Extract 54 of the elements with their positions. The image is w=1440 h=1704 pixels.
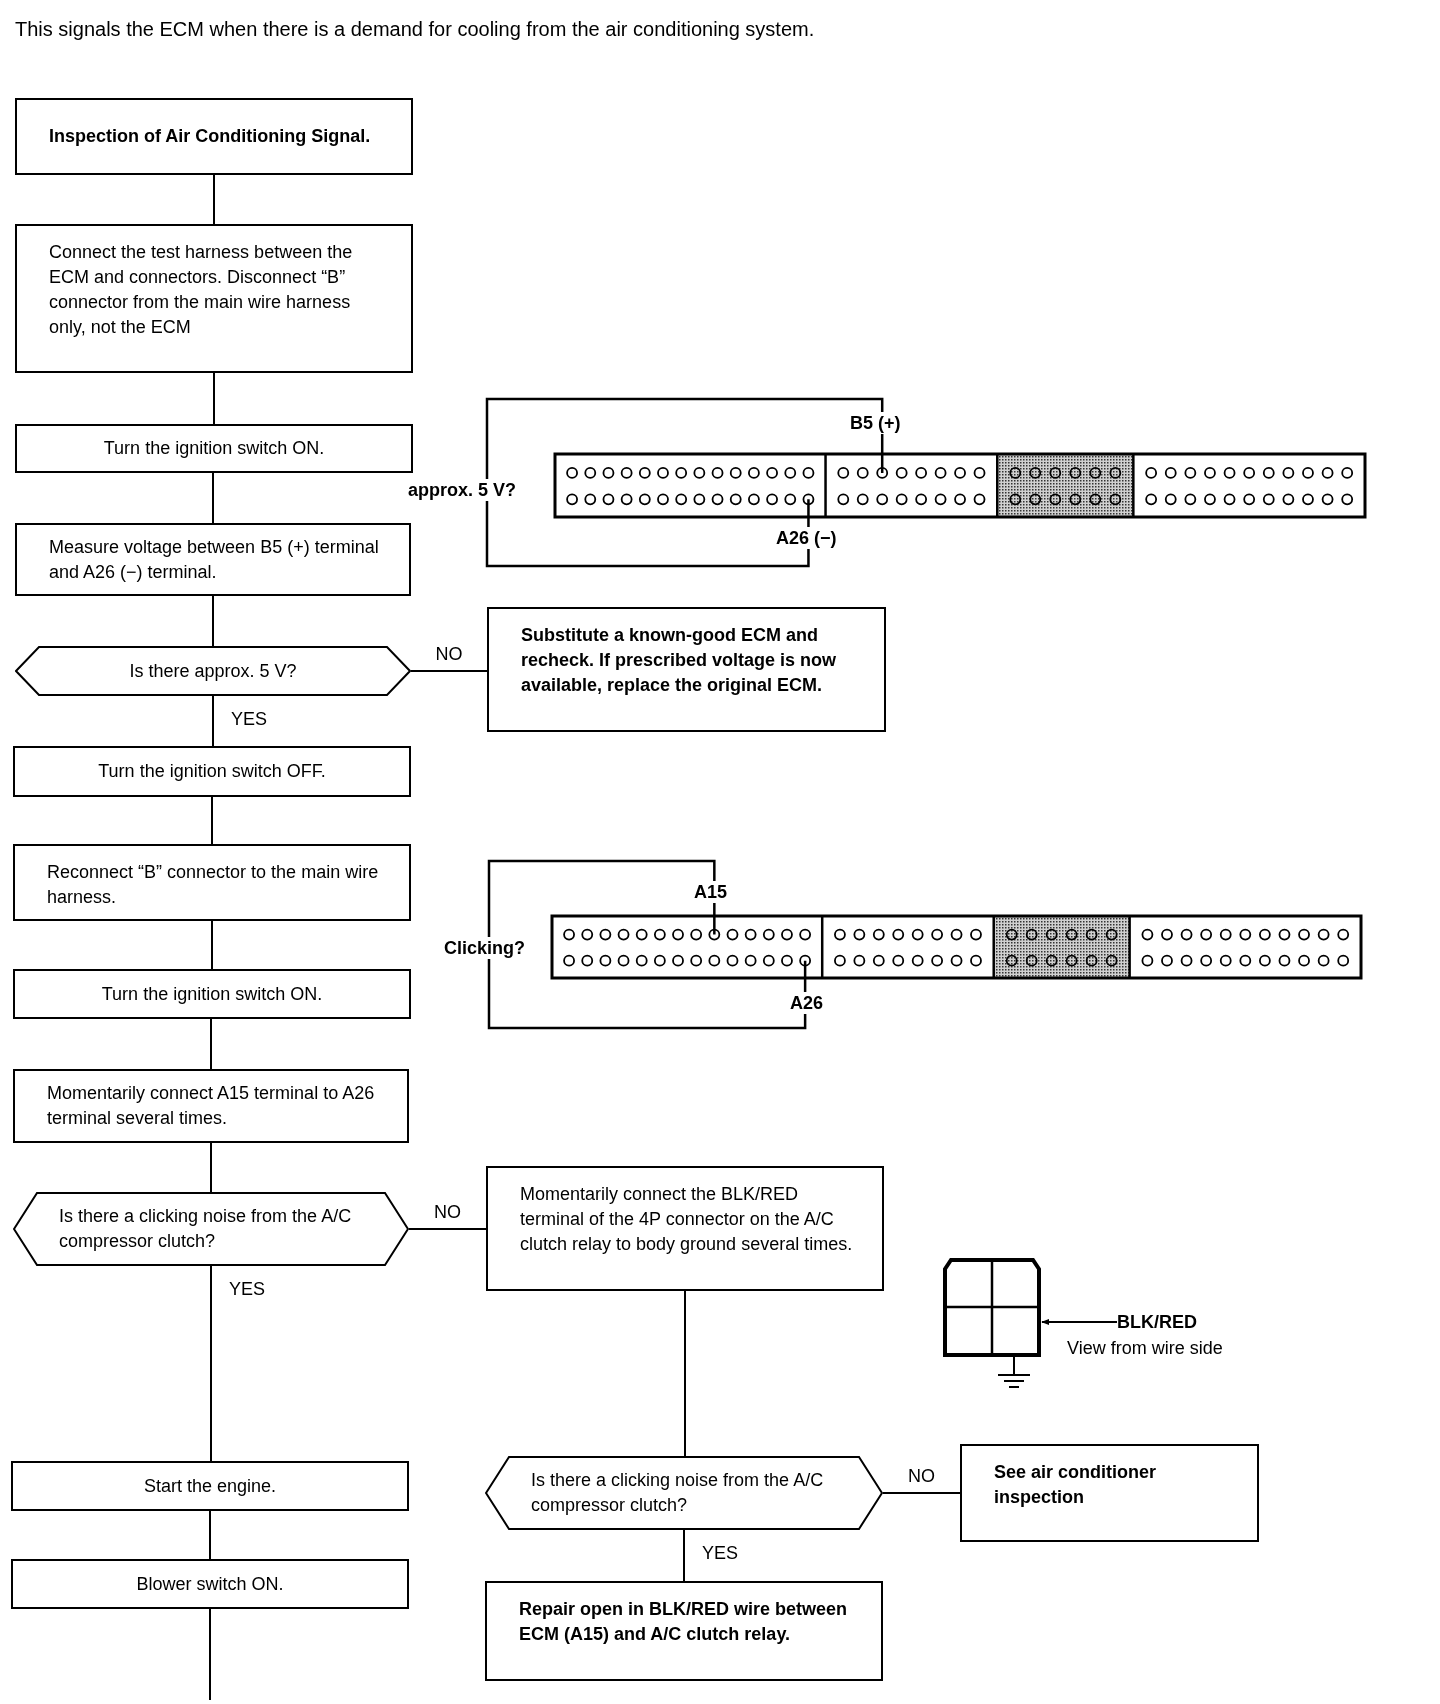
flow-line <box>213 174 215 225</box>
flow-line <box>210 1018 212 1070</box>
decision-shape <box>13 1192 409 1266</box>
process-box <box>13 969 411 1019</box>
process-box <box>15 224 413 373</box>
flow-line <box>212 595 214 647</box>
flow-line <box>212 472 214 524</box>
flow-line <box>212 695 214 747</box>
decision-shape <box>485 1456 883 1530</box>
step-text: Turn the ignition switch OFF. <box>98 760 326 783</box>
process-box <box>960 1444 1259 1542</box>
flow-line <box>683 1529 685 1582</box>
step-text: Is there a clicking noise from the A/C compressor clutch? <box>531 1469 825 1517</box>
step-text: Turn the ignition switch ON. <box>101 982 323 1006</box>
process-box <box>485 1581 883 1681</box>
step-text: Is there a clicking noise from the A/C compressor clutch? <box>59 1205 353 1253</box>
flow-line <box>210 1265 212 1462</box>
wire-label: BLK/RED <box>1117 1311 1197 1333</box>
leader-line <box>1041 1318 1118 1326</box>
process-box <box>13 1069 409 1143</box>
flow-line <box>211 796 213 845</box>
flow-line <box>684 1290 686 1457</box>
process-box <box>15 523 411 596</box>
flow-line <box>210 1142 212 1193</box>
process-box <box>11 1559 409 1609</box>
flow-line <box>882 1492 961 1494</box>
flow-line <box>213 372 215 425</box>
decision-shape <box>15 646 411 696</box>
step-text: Measure voltage between B5 (+) terminal and A26 (−) terminal. <box>49 535 380 584</box>
process-box <box>13 844 411 921</box>
step-text: Momentarily connect A15 terminal to A26 terminal several times. <box>47 1082 376 1130</box>
process-box <box>13 746 411 797</box>
step-text: Reconnect “B” connector to the main wire harness. <box>47 861 380 909</box>
flow-line <box>209 1608 211 1701</box>
step-text: Start the engine. <box>143 1474 277 1498</box>
step-text: Inspection of Air Conditioning Signal. <box>49 125 371 148</box>
process-box <box>486 1166 884 1291</box>
flow-line <box>410 670 488 672</box>
process-box <box>15 98 413 175</box>
flow-line <box>408 1228 487 1230</box>
heading: This signals the ECM when there is a demand for cooling from the air conditioning system. <box>15 17 815 42</box>
step-text: Turn the ignition switch ON. <box>103 437 325 460</box>
flow-line <box>211 920 213 970</box>
step-text: See air conditioner inspection <box>994 1461 1158 1509</box>
step-text: Is there approx. 5 V? <box>129 659 297 683</box>
step-text: Connect the test harness between the ECM and connectors. Disconnect “B” connector from the main wire harness only, not the ECM <box>49 241 354 339</box>
step-text: Substitute a known-good ECM and recheck. If prescribed voltage is now available, replace the original ECM. <box>521 624 838 697</box>
process-box <box>11 1461 409 1511</box>
step-text: Blower switch ON. <box>136 1572 284 1596</box>
process-box <box>15 424 413 473</box>
process-box <box>487 607 886 732</box>
flow-line <box>209 1510 211 1560</box>
step-text: Repair open in BLK/RED wire between ECM (A15) and A/C clutch relay. <box>519 1598 849 1646</box>
step-text: Momentarily connect the BLK/RED terminal of the 4P connector on the A/C clutch relay to body ground several times. <box>520 1183 854 1256</box>
